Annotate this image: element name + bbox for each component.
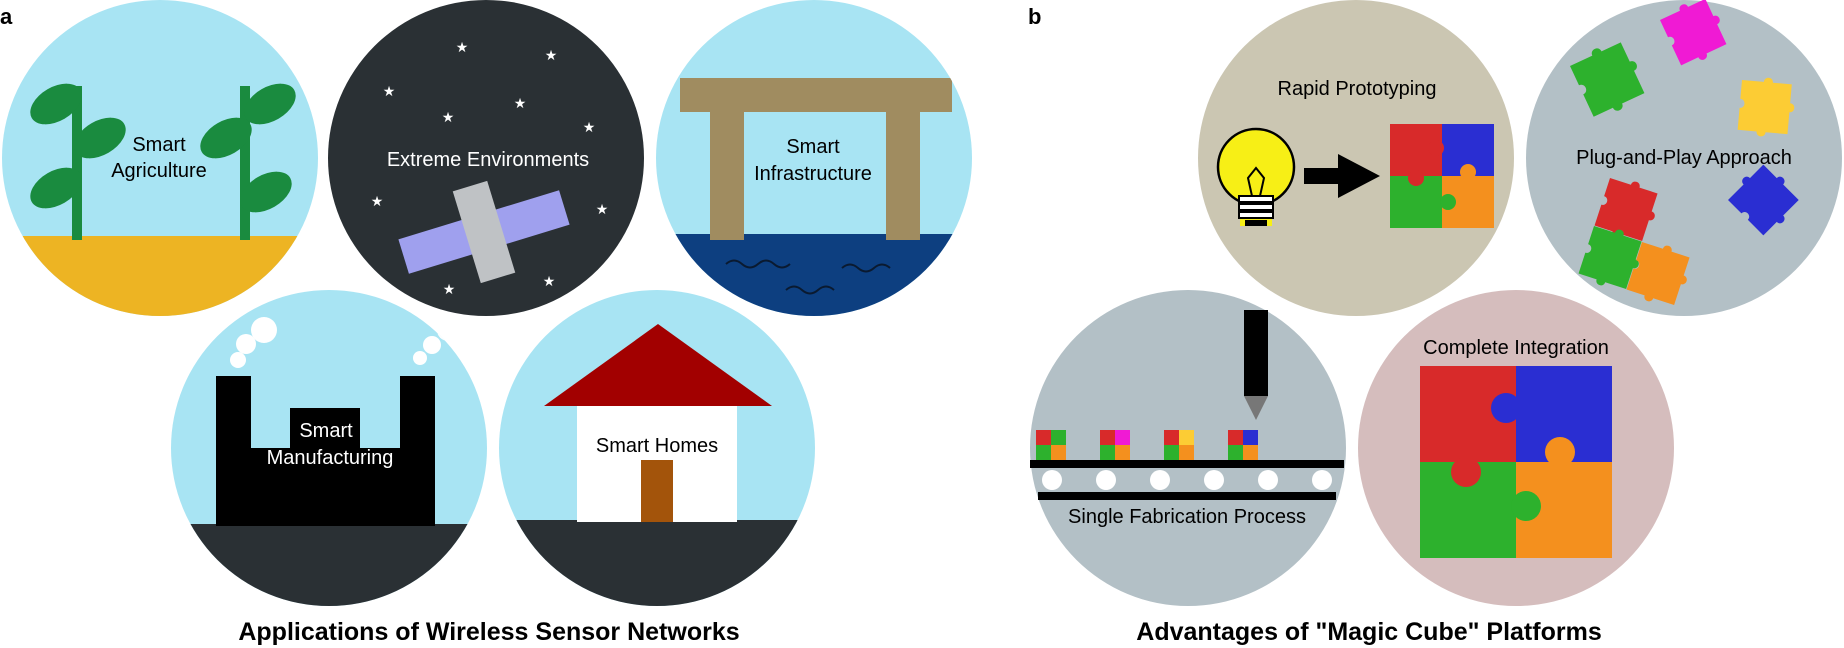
plant-icon (200, 83, 296, 240)
svg-text:★: ★ (596, 202, 609, 218)
svg-text:★: ★ (514, 96, 527, 112)
print-head-icon (1244, 310, 1268, 420)
single-fabrication-label: Single Fabrication Process (1068, 506, 1306, 528)
house-icon (544, 324, 772, 522)
smart-infrastructure-label-1: Smart (786, 136, 840, 158)
svg-text:★: ★ (383, 84, 396, 100)
satellite-icon (398, 180, 570, 284)
complete-integration-label: Complete Integration (1423, 337, 1609, 359)
extreme-environments-label: Extreme Environments (387, 149, 589, 171)
smart-infrastructure-label-2: Infrastructure (754, 163, 872, 185)
smart-manufacturing-label-2: Manufacturing (267, 447, 394, 469)
factory-icon (216, 376, 435, 526)
bridge-icon (680, 78, 952, 240)
conveyor-belt-icon (1030, 460, 1344, 500)
puzzle-assembled-icon (1390, 124, 1494, 228)
cube-icon (1036, 430, 1066, 460)
arrow-right-icon (1304, 154, 1380, 198)
plug-and-play-label: Plug-and-Play Approach (1576, 147, 1792, 169)
panel-b-letter: b (1028, 4, 1041, 29)
plug-and-play-circle (1526, 0, 1842, 316)
smart-homes-label: Smart Homes (596, 435, 718, 457)
svg-text:★: ★ (371, 194, 384, 210)
svg-text:★: ★ (456, 40, 469, 56)
puzzle-assembled-icon (1420, 366, 1612, 558)
rapid-prototyping-label: Rapid Prototyping (1278, 78, 1437, 100)
complete-integration-circle (1358, 290, 1674, 606)
svg-text:★: ★ (442, 110, 455, 126)
svg-text:★: ★ (543, 274, 556, 290)
extreme-environments-circle: ★ ★ ★ ★ ★ ★ ★ ★ ★ ★ (328, 0, 644, 316)
lightbulb-icon (1216, 127, 1296, 226)
cube-icon (1164, 430, 1194, 460)
svg-text:★: ★ (583, 120, 596, 136)
star-icon: ★ ★ ★ ★ ★ ★ ★ ★ ★ ★ (371, 40, 609, 298)
wave-icon (725, 259, 891, 295)
panel-b-caption: Advantages of "Magic Cube" Platforms (1136, 618, 1601, 646)
cube-icon (1228, 430, 1258, 460)
smart-agriculture-label-2: Agriculture (111, 160, 207, 182)
rapid-prototyping-circle (1198, 0, 1514, 316)
smart-manufacturing-label-1: Smart (299, 420, 353, 442)
smart-infrastructure-circle (656, 0, 972, 316)
plant-icon (30, 83, 126, 240)
single-fabrication-circle (1030, 290, 1346, 606)
svg-text:★: ★ (443, 282, 456, 298)
panel-a-letter: a (0, 4, 13, 29)
cube-icon (1100, 430, 1130, 460)
svg-text:★: ★ (545, 48, 558, 64)
panel-a-caption: Applications of Wireless Sensor Networks (238, 618, 739, 646)
smart-agriculture-label-1: Smart (132, 134, 186, 156)
